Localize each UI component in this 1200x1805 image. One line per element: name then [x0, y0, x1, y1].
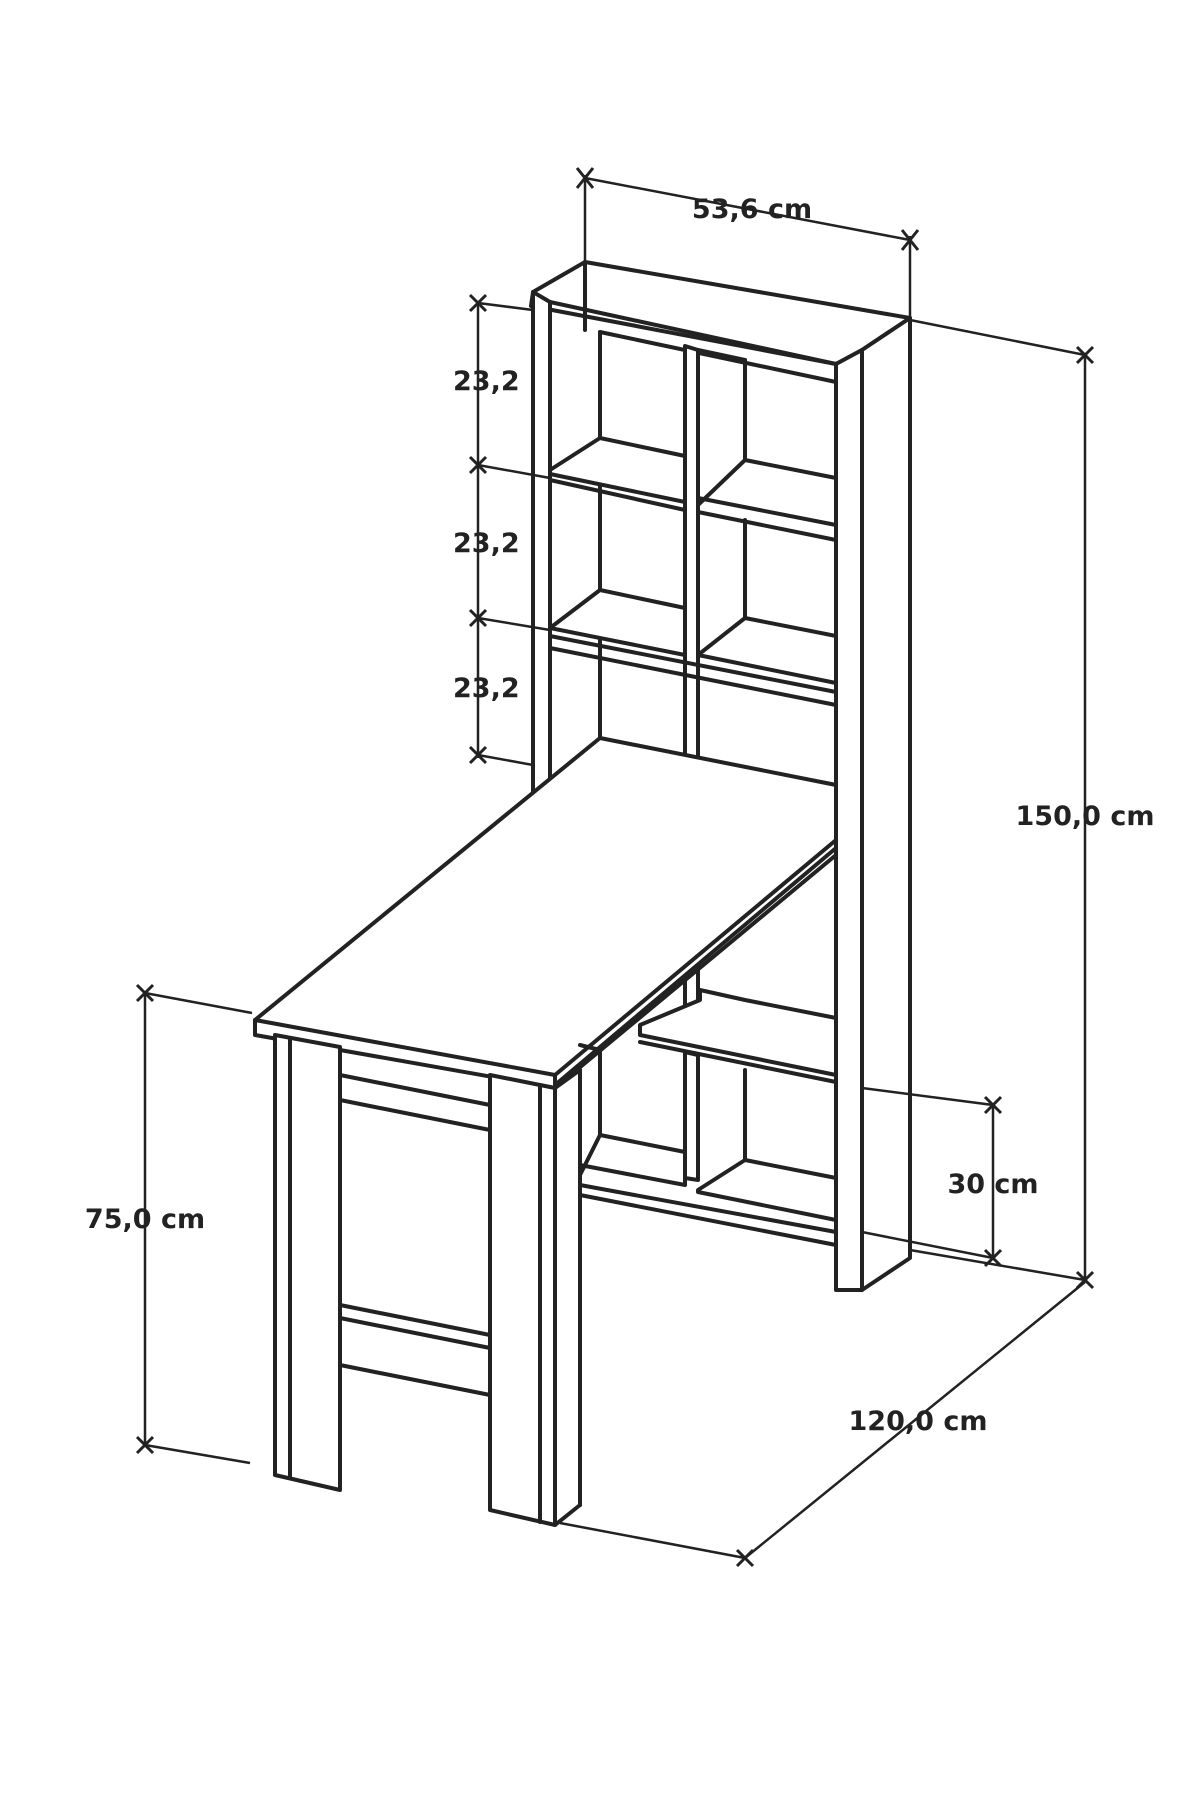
- bookcase-shelf-2-right: [696, 616, 838, 685]
- lower-cubby-bottom-shelf: [578, 1133, 687, 1187]
- bookcase-shelf-1-right: [696, 458, 838, 527]
- lower-cubby-divider: [683, 1050, 700, 1182]
- lower-shelf-height-label: 30 cm: [947, 1169, 1038, 1200]
- table-upper-stretcher: [338, 1073, 492, 1132]
- lower-cubby-top-shelf: [638, 988, 838, 1077]
- dimension-lines: [135, 167, 1095, 1568]
- table-left-leg: [273, 1033, 342, 1492]
- total-height-label: 150,0 cm: [1016, 801, 1155, 832]
- bookcase: [529, 260, 912, 1292]
- bookcase-top: [529, 260, 912, 366]
- table-lower-stretcher: [338, 1303, 492, 1397]
- table-right-leg: [488, 1073, 557, 1527]
- top-width-label: 53,6 cm: [692, 194, 812, 225]
- bookcase-right-panel: [834, 348, 864, 1292]
- lower-cubby-bottom-shelf-right: [696, 1158, 838, 1222]
- table-length-dimension-line: [744, 1281, 1086, 1559]
- bookcase-shelf-2: [548, 588, 687, 657]
- table: [253, 736, 838, 1527]
- shelf-3-height-label: 23,2: [453, 673, 520, 704]
- bookcase-shelf-1: [548, 436, 687, 504]
- table-height-label: 75,0 cm: [85, 1204, 205, 1235]
- shelf-2-height-label: 23,2: [453, 528, 520, 559]
- top-width-dimension-line: [584, 176, 911, 242]
- bookcase-right-side: [860, 316, 912, 1292]
- dimension-labels: 53,6 cm 23,2 23,2 23,2 150,0 cm 30 cm 75…: [85, 194, 1155, 1437]
- shelf-1-height-label: 23,2: [453, 366, 520, 397]
- table-length-label: 120,0 cm: [849, 1406, 988, 1437]
- lower-cubby: [578, 988, 838, 1247]
